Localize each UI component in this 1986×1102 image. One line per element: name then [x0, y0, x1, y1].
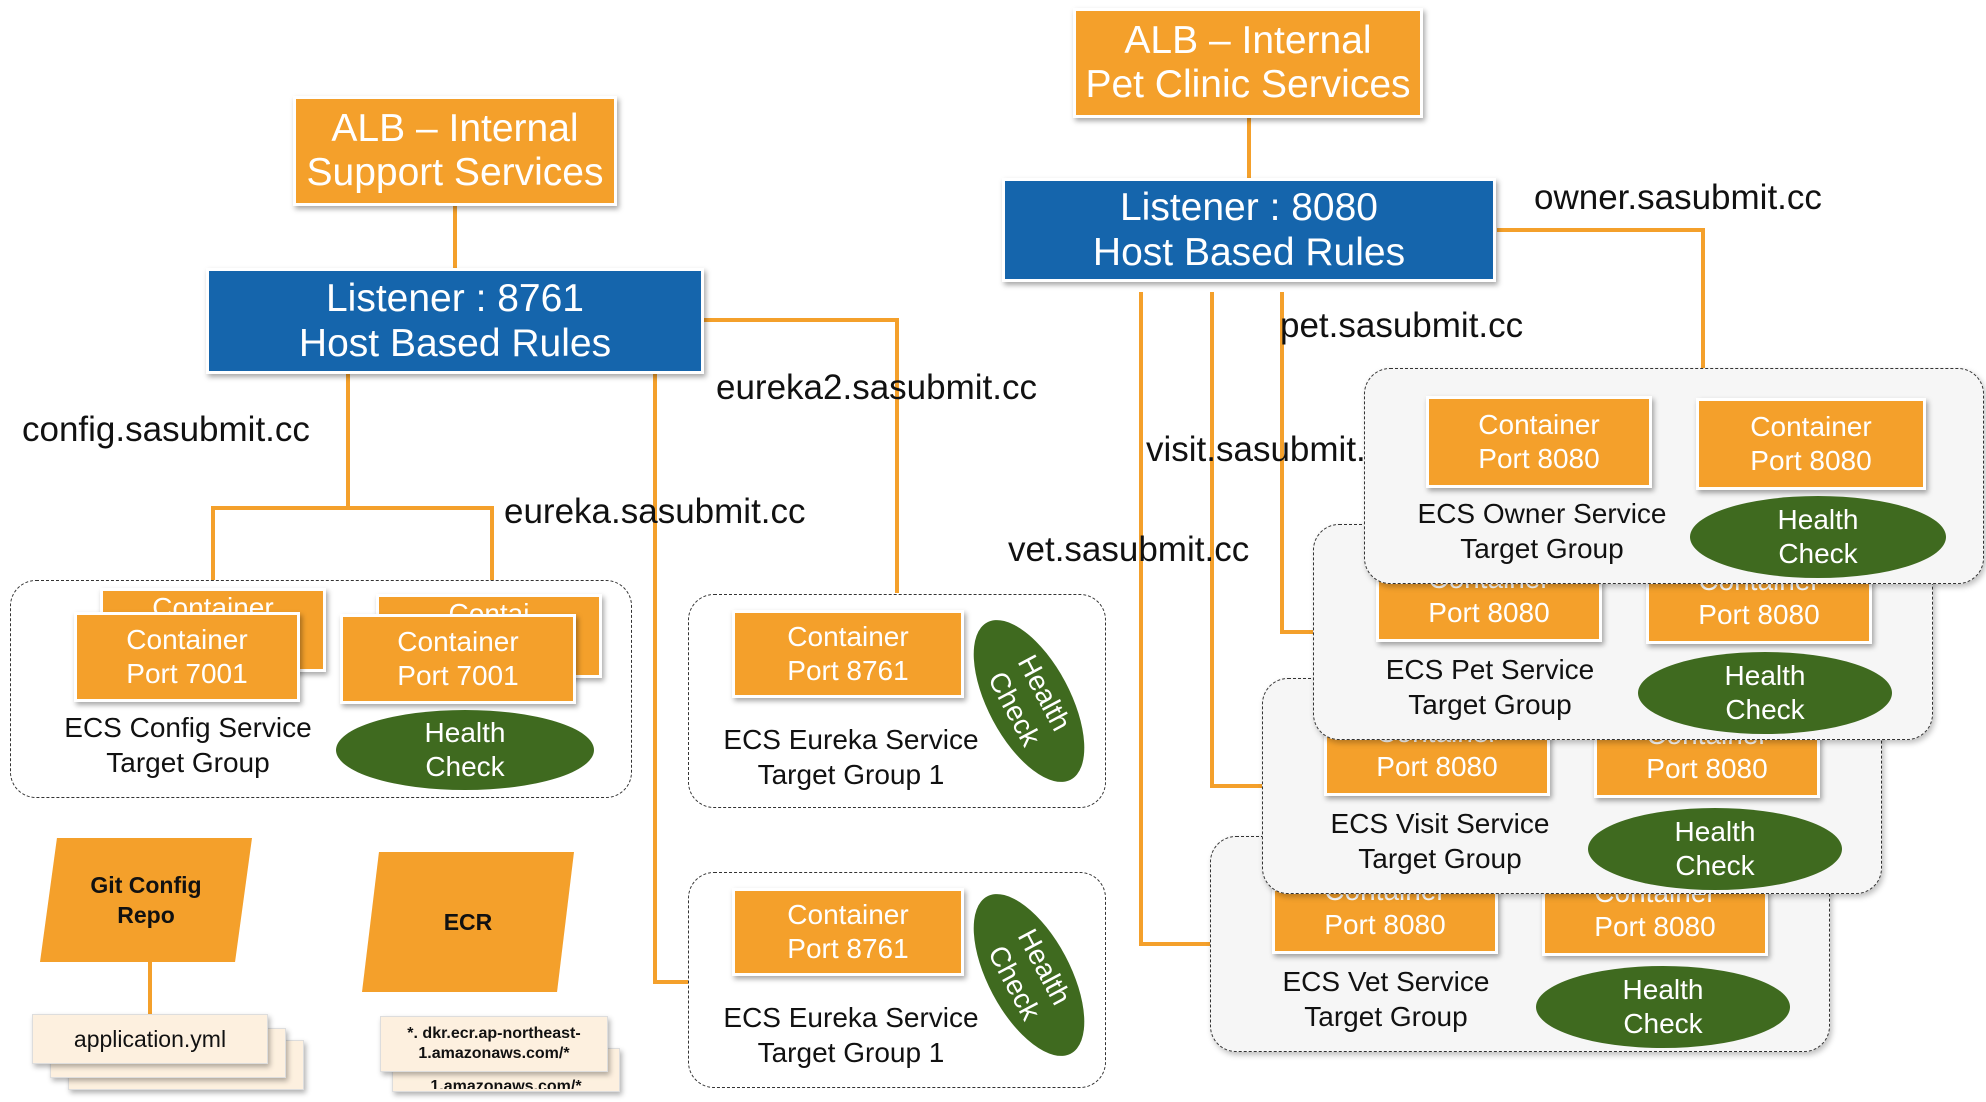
host-pet: pet.sasubmit.cc: [1280, 306, 1524, 345]
container-port: Port 8080: [1750, 445, 1872, 476]
eureka-2-target-group-sub: Target Group 1: [757, 1037, 945, 1068]
eureka-1-target-group-label: ECS Eureka Service Target Group 1: [706, 722, 996, 792]
container-owner-2: Container Port 8080: [1696, 398, 1926, 490]
config-target-group-name: ECS Config Service: [64, 712, 312, 743]
health-check-owner: Health Check: [1690, 496, 1946, 578]
ecr-label: ECR: [443, 909, 493, 935]
container-port: Port 7001: [397, 660, 519, 691]
container-port: Port 8080: [1324, 909, 1446, 940]
health-check-line2: Check: [425, 751, 505, 782]
host-visit: visit.sasubmit.cc: [1146, 430, 1401, 469]
container-label: Container: [1750, 411, 1872, 442]
wire-eureka: [653, 374, 690, 984]
container-port: Port 8080: [1428, 597, 1550, 628]
health-check-vet: Health Check: [1536, 966, 1790, 1048]
listener-8080-line2: Host Based Rules: [1092, 231, 1406, 274]
container-port: Port 8761: [787, 655, 909, 686]
wire-eureka2: [700, 318, 899, 593]
file-application-yml-label: application.yml: [73, 1025, 227, 1052]
pet-target-group-label: ECS Pet Service Target Group: [1340, 652, 1640, 722]
health-check-pet: Health Check: [1638, 652, 1892, 734]
container-port: Port 8080: [1478, 443, 1600, 474]
git-config-repo-line2: Repo: [117, 902, 175, 928]
listener-8080: Listener : 8080 Host Based Rules: [1002, 178, 1496, 282]
container-port: Port 8761: [787, 933, 909, 964]
alb-pet-clinic-services: ALB – Internal Pet Clinic Services: [1073, 8, 1423, 118]
eureka-1-target-group-name: ECS Eureka Service: [723, 724, 979, 755]
container-port: Port 8080: [1594, 911, 1716, 942]
health-check-line2: Check: [1778, 538, 1858, 569]
container-config-2: Container Port 7001: [340, 614, 576, 704]
host-config: config.sasubmit.cc: [22, 410, 310, 449]
ecr-file-shadow-label: 1.amazonaws.com/*: [430, 1078, 582, 1089]
config-target-group-label: ECS Config Service Target Group: [40, 710, 336, 780]
ecr-file-line2: 1.amazonaws.com/*: [418, 1045, 570, 1062]
host-eureka: eureka.sasubmit.cc: [504, 492, 806, 531]
alb-support-services: ALB – Internal Support Services: [293, 96, 617, 206]
container-label: Container: [787, 621, 909, 652]
health-check-line1: Health: [1674, 816, 1756, 847]
health-check-line2: Check: [1725, 694, 1805, 725]
container-eureka-1: Container Port 8761: [732, 610, 964, 698]
alb-pet-clinic-line1: ALB – Internal: [1124, 19, 1372, 62]
pet-target-group-sub: Target Group: [1408, 689, 1572, 720]
listener-8761: Listener : 8761 Host Based Rules: [206, 268, 704, 374]
alb-support-line2: Support Services: [306, 151, 604, 194]
ecr-file: *. dkr.ecr.ap-northeast- 1.amazonaws.com…: [380, 1016, 608, 1072]
container-eureka-2: Container Port 8761: [732, 888, 964, 976]
listener-8761-line1: Listener : 8761: [325, 277, 584, 320]
eureka-2-target-group-label: ECS Eureka Service Target Group 1: [706, 1000, 996, 1070]
vet-target-group-sub: Target Group: [1304, 1001, 1468, 1032]
vet-target-group-label: ECS Vet Service Target Group: [1236, 964, 1536, 1034]
config-target-group-sub: Target Group: [106, 747, 270, 778]
wire-config-1: [211, 372, 350, 590]
pet-target-group-name: ECS Pet Service: [1385, 654, 1595, 685]
container-label: Container: [1478, 409, 1600, 440]
container-owner-1: Container Port 8080: [1426, 396, 1652, 488]
visit-target-group-label: ECS Visit Service Target Group: [1290, 806, 1590, 876]
host-eureka2: eureka2.sasubmit.cc: [716, 368, 1037, 407]
visit-target-group-name: ECS Visit Service: [1330, 808, 1550, 839]
health-check-line1: Health: [424, 717, 506, 748]
wire-pet: [1280, 292, 1313, 634]
wire-vet: [1139, 292, 1210, 946]
health-check-line2: Check: [1623, 1008, 1703, 1039]
wire-owner: [1497, 228, 1705, 372]
ecr-registry: ECR: [362, 852, 574, 992]
health-check-config: Health Check: [336, 710, 594, 790]
health-check-line1: Health: [1622, 974, 1704, 1005]
git-config-repo: Git Config Repo: [40, 838, 252, 962]
alb-pet-clinic-line2: Pet Clinic Services: [1085, 63, 1411, 106]
listener-8761-line2: Host Based Rules: [298, 322, 612, 365]
visit-target-group-sub: Target Group: [1358, 843, 1522, 874]
host-owner: owner.sasubmit.cc: [1534, 178, 1822, 217]
container-port: Port 7001: [126, 658, 248, 689]
git-config-repo-line1: Git Config: [90, 872, 202, 898]
health-check-line2: Check: [1675, 850, 1755, 881]
container-config-1: Container Port 7001: [74, 612, 300, 702]
owner-target-group-label: ECS Owner Service Target Group: [1392, 496, 1692, 566]
container-label: Container: [397, 626, 519, 657]
health-check-line1: Health: [1724, 660, 1806, 691]
eureka-2-target-group-name: ECS Eureka Service: [723, 1002, 979, 1033]
file-application-yml: application.yml: [32, 1014, 268, 1064]
wire-visit: [1210, 292, 1262, 788]
alb-support-line1: ALB – Internal: [331, 107, 579, 150]
health-check-visit: Health Check: [1588, 808, 1842, 890]
host-vet: vet.sasubmit.cc: [1008, 530, 1250, 569]
eureka-1-target-group-sub: Target Group 1: [757, 759, 945, 790]
listener-8080-line1: Listener : 8080: [1119, 186, 1378, 229]
wire-config-2: [348, 506, 494, 596]
container-port: Port 8080: [1376, 751, 1498, 782]
owner-target-group-name: ECS Owner Service: [1417, 498, 1667, 529]
owner-target-group-sub: Target Group: [1460, 533, 1624, 564]
health-check-line1: Health: [1777, 504, 1859, 535]
container-port: Port 8080: [1698, 599, 1820, 630]
ecr-file-line1: *. dkr.ecr.ap-northeast-: [407, 1025, 581, 1042]
container-label: Container: [126, 624, 248, 655]
container-label: Container: [787, 899, 909, 930]
vet-target-group-name: ECS Vet Service: [1282, 966, 1490, 997]
container-port: Port 8080: [1646, 753, 1768, 784]
